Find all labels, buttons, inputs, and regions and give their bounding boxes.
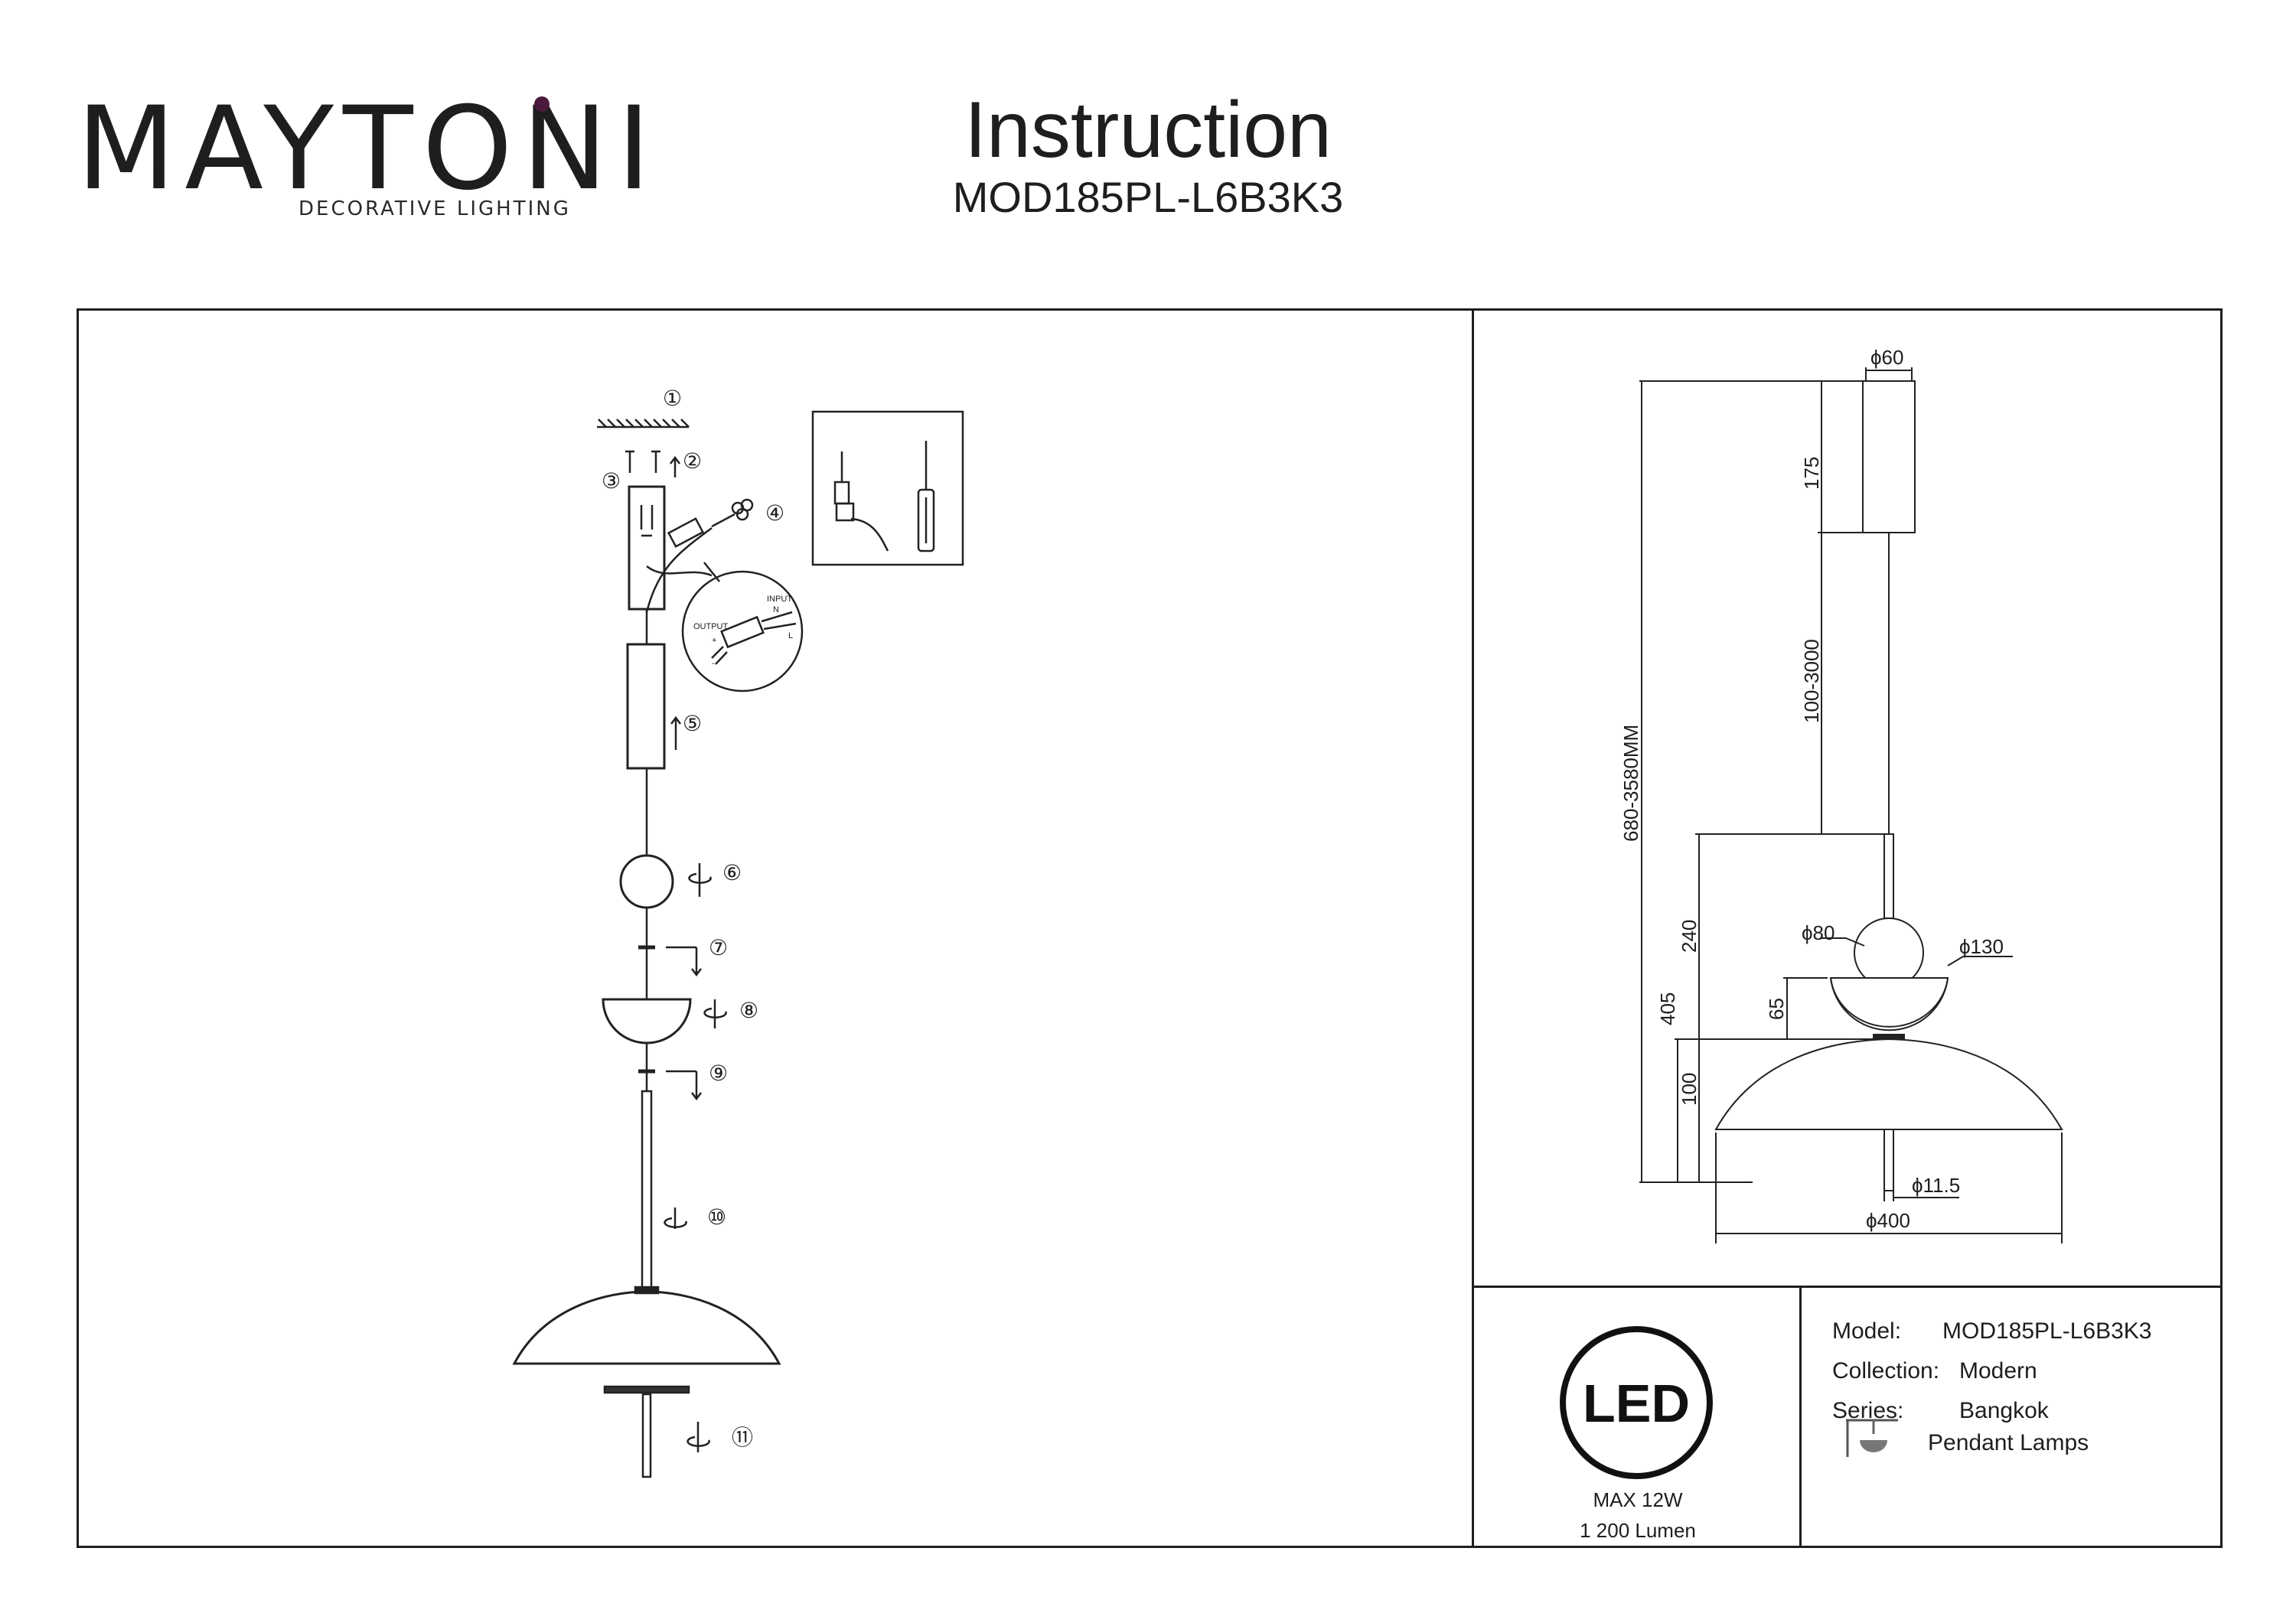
step-6: ⑥	[722, 861, 742, 885]
wiring-detail-driver	[711, 611, 797, 665]
dim-cup	[1829, 977, 1949, 1031]
step-11: ⑪	[732, 1426, 753, 1449]
dim-canopy-height: 175	[1800, 457, 1823, 490]
step-10: ⑩	[707, 1205, 726, 1229]
dim-canopy	[1862, 380, 1916, 533]
screwdriver-icon	[917, 441, 935, 552]
dim-canopy-diameter: ϕ60	[1870, 346, 1903, 369]
brand-logo: MAYTONI DECORATIVE LIGHTING	[77, 92, 651, 230]
step-9: ⑨	[709, 1061, 728, 1085]
pendant-lamp-icon	[1846, 1419, 1898, 1457]
spec-collection-label: Collection:	[1832, 1358, 1940, 1383]
content-frame	[77, 308, 2223, 1548]
led-badge-text: LED	[1583, 1374, 1690, 1433]
driver-plus-label: +	[712, 636, 716, 645]
spec-collection-value: Modern	[1959, 1358, 2037, 1383]
dim-cable-length: 100-3000	[1800, 639, 1823, 723]
driver-n-label: N	[773, 605, 779, 614]
canopy-part	[626, 643, 666, 770]
led-power: MAX 12W	[1593, 1488, 1683, 1511]
driver-l-label: L	[788, 631, 793, 640]
led-badge: LED	[1560, 1326, 1713, 1479]
spec-type-value: Pendant Lamps	[1928, 1430, 2089, 1455]
drill-icon	[833, 451, 889, 552]
tools-box	[811, 410, 964, 566]
step-8: ⑧	[739, 999, 758, 1022]
step-3: ③	[602, 469, 621, 493]
dim-cup-diameter: ϕ130	[1959, 935, 2004, 958]
dim-shade-diameter: ϕ400	[1866, 1209, 1910, 1232]
brand-tagline: DECORATIVE LIGHTING	[298, 197, 571, 220]
dim-total-height: 680-3580MM	[1619, 725, 1642, 842]
dim-cup-height: 65	[1765, 998, 1788, 1020]
led-lumen: 1 200 Lumen	[1580, 1519, 1696, 1542]
wiring-detail-circle	[681, 570, 804, 693]
step-7: ⑦	[709, 936, 728, 960]
spec-model-value: MOD185PL-L6B3K3	[1942, 1318, 2152, 1344]
driver-wiring	[645, 498, 754, 613]
bottom-rod-part	[641, 1393, 652, 1478]
step-arrows	[664, 715, 727, 1452]
dim-sphere-diameter: ϕ80	[1802, 921, 1835, 944]
brand-name: MAYTONI	[77, 83, 660, 216]
page-subtitle-model: MOD185PL-L6B3K3	[952, 173, 1344, 221]
driver-minus-label: -	[712, 659, 715, 668]
divider-vertical-main	[1472, 308, 1474, 1548]
divider-vertical-info	[1799, 1286, 1802, 1548]
step-2: ②	[683, 449, 702, 473]
step-1: ①	[663, 386, 682, 410]
dim-sphere	[1854, 917, 1924, 988]
page-title: Instruction	[964, 86, 1332, 174]
screws-icon	[625, 450, 680, 477]
cup-part	[602, 998, 692, 1045]
spec-series-value: Bangkok	[1959, 1398, 2049, 1423]
driver-input-label: INPUT	[767, 595, 792, 604]
dim-shade-height: 100	[1678, 1073, 1701, 1106]
step-5: ⑤	[683, 712, 702, 735]
driver-output-label: OUTPUT	[693, 622, 729, 631]
logo-dot	[534, 96, 550, 112]
dim-rod-diameter: ϕ11.5	[1912, 1174, 1960, 1197]
led-disc-part	[603, 1385, 690, 1394]
sphere-part	[619, 854, 674, 909]
dim-body-height: 240	[1678, 920, 1701, 953]
dim-shade	[1714, 1038, 2063, 1130]
divider-horizontal-info	[1472, 1286, 2223, 1288]
ceiling-hatch	[597, 419, 690, 429]
spec-model-label: Model:	[1832, 1318, 1902, 1344]
step-4: ④	[765, 501, 784, 525]
dim-lower-height: 405	[1656, 992, 1679, 1025]
